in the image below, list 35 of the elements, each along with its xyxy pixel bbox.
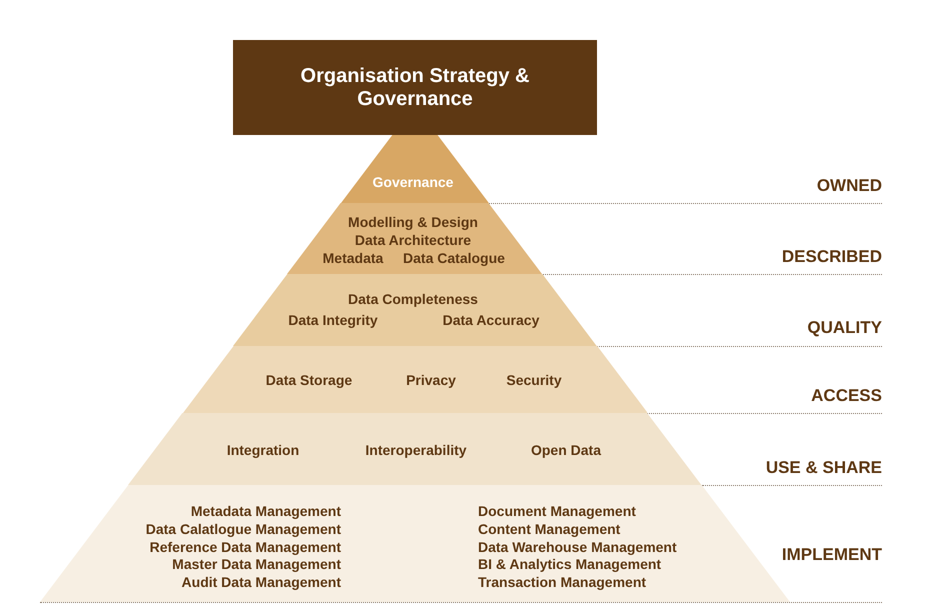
tier-text: Master Data Management bbox=[172, 556, 341, 572]
tier-label: IMPLEMENT bbox=[782, 545, 882, 565]
tier-text: Privacy bbox=[406, 372, 456, 388]
tier-label: DESCRIBED bbox=[782, 247, 882, 267]
box-title: Organisation Strategy & Governance bbox=[300, 64, 530, 110]
tier-text: Data Integrity bbox=[288, 312, 378, 328]
tier-text: Open Data bbox=[530, 442, 601, 458]
tier-text: Governance bbox=[372, 174, 454, 190]
pyramid-tier bbox=[233, 274, 597, 346]
tier-label: OWNED bbox=[816, 176, 882, 196]
tier-text: Modelling & Design bbox=[348, 214, 478, 230]
tier-label: ACCESS bbox=[811, 386, 882, 406]
tier-text: Data Accuracy bbox=[442, 312, 540, 328]
tier-text: Audit Data Management bbox=[182, 574, 341, 590]
tier-text: Integration bbox=[226, 442, 300, 458]
tier-text: Data Completeness bbox=[348, 291, 478, 307]
tier-label: USE & SHARE bbox=[766, 458, 882, 478]
tier-text: Security bbox=[506, 372, 562, 388]
tier-text: BI & Analytics Management bbox=[478, 556, 662, 572]
pyramid-tier bbox=[287, 203, 542, 274]
tier-text: Data Architecture bbox=[354, 232, 472, 248]
tier-text: Content Management bbox=[478, 521, 620, 537]
tier-text: Data Calatlogue Management bbox=[146, 521, 341, 537]
strategy-box bbox=[233, 40, 597, 135]
tier-text: Metadata Management bbox=[190, 503, 341, 519]
tier-text: Metadata bbox=[322, 250, 384, 266]
pyramid-tier bbox=[182, 346, 648, 413]
tier-text: Data Storage bbox=[266, 372, 352, 388]
tier-text: Document Management bbox=[478, 503, 636, 519]
tier-label: QUALITY bbox=[807, 318, 882, 338]
tier-text: Interoperability bbox=[365, 442, 467, 458]
tier-text: Data Warehouse Management bbox=[478, 539, 677, 555]
tier-text: Data Catalogue bbox=[403, 250, 505, 266]
tier-text: Transaction Management bbox=[478, 574, 646, 590]
tier-text: Reference Data Management bbox=[150, 539, 341, 555]
